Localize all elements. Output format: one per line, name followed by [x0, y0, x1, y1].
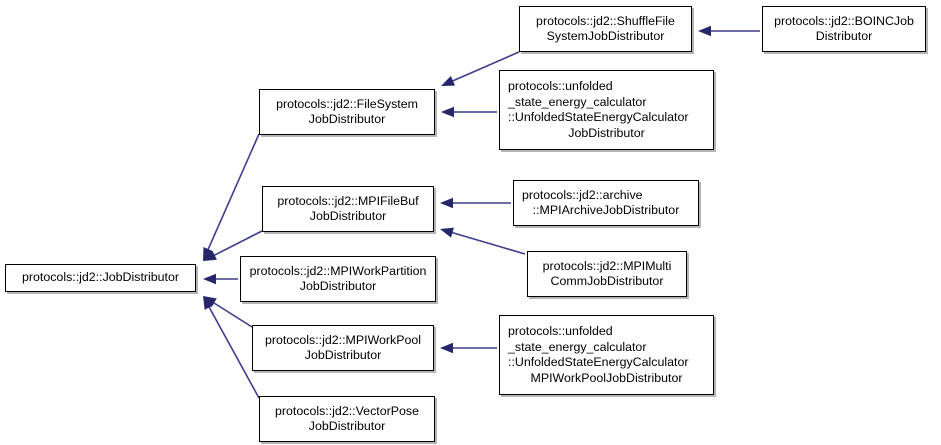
class-node-label-line: protocols::jd2::ShuffleFile [536, 13, 675, 28]
class-node-label-line: ::UnfoldedStateEnergyCalculator [508, 355, 689, 369]
inheritance-arrowhead [203, 250, 217, 261]
inheritance-arrowhead [203, 296, 214, 310]
inheritance-arrowhead [203, 273, 216, 285]
class-node-label-line: SystemJobDistributor [546, 29, 665, 43]
class-node-label-line: _state_energy_calculator [508, 94, 647, 109]
inheritance-arrowhead [440, 197, 453, 209]
inheritance-arrowhead [698, 25, 711, 37]
class-node-label-line: protocols::jd2::BOINCJob [774, 13, 914, 28]
class-node-label-line: _state_energy_calculator [508, 339, 647, 354]
class-node-label-line: protocols::jd2::MPIFileBuf [277, 193, 419, 208]
class-node-label-line: JobDistributor [309, 209, 387, 223]
inheritance-arrowhead [203, 247, 214, 261]
class-node-label-line: ::UnfoldedStateEnergyCalculator [508, 110, 689, 124]
class-node-label-line: Distributor [815, 29, 873, 43]
class-node-label-line: protocols::jd2::JobDistributor [21, 270, 180, 285]
inheritance-edge-line [450, 231, 526, 255]
class-node-label-line: protocols::jd2::MPIMulti [542, 258, 672, 273]
class-node-label-line: JobDistributor [308, 112, 386, 126]
inheritance-arrowhead [441, 76, 455, 86]
class-node-label-line: MPIWorkPoolJobDistributor [530, 370, 683, 385]
class-node-label-line: protocols::unfolded [508, 79, 613, 93]
class-node-label-line: JobDistributor [299, 279, 377, 293]
inheritance-arrowhead [440, 227, 454, 238]
class-node-label-line: protocols::jd2::MPIWorkPool [264, 332, 422, 347]
class-node-unfolded_jd[interactable]: protocols::unfolded_state_energy_calcula… [499, 70, 714, 150]
class-node-label-line: protocols::unfolded [508, 324, 613, 338]
class-node-unfolded_mpiworkpool[interactable]: protocols::unfolded_state_energy_calcula… [499, 315, 714, 395]
class-node-label-line: protocols::jd2::FileSystem [276, 96, 418, 111]
class-node-label-line: protocols::jd2::archive [522, 187, 643, 202]
class-node-label-line: JobDistributor [304, 348, 382, 362]
inheritance-edge-line [207, 305, 260, 399]
class-node-label-line: ::MPIArchiveJobDistributor [532, 203, 680, 217]
class-node-label-line: CommJobDistributor [550, 274, 664, 288]
class-node-mpiarchive[interactable]: protocols::jd2::archive::MPIArchiveJobDi… [513, 180, 699, 226]
inheritance-edge-line [450, 51, 520, 83]
inheritance-edge-line [206, 133, 260, 252]
class-node-label-line: JobDistributor [568, 125, 645, 140]
inheritance-edge-line [211, 301, 253, 328]
inheritance-arrowhead [440, 342, 453, 354]
inheritance-edge-line [212, 230, 263, 257]
class-node-label-line: protocols::jd2::MPIWorkPartition [249, 263, 427, 278]
class-node-jobdistributor[interactable]: protocols::jd2::JobDistributor [5, 264, 196, 292]
class-node-label-line: protocols::jd2::VectorPose [275, 403, 419, 418]
class-node-label-line: JobDistributor [308, 419, 386, 433]
inheritance-arrowhead [441, 106, 454, 118]
